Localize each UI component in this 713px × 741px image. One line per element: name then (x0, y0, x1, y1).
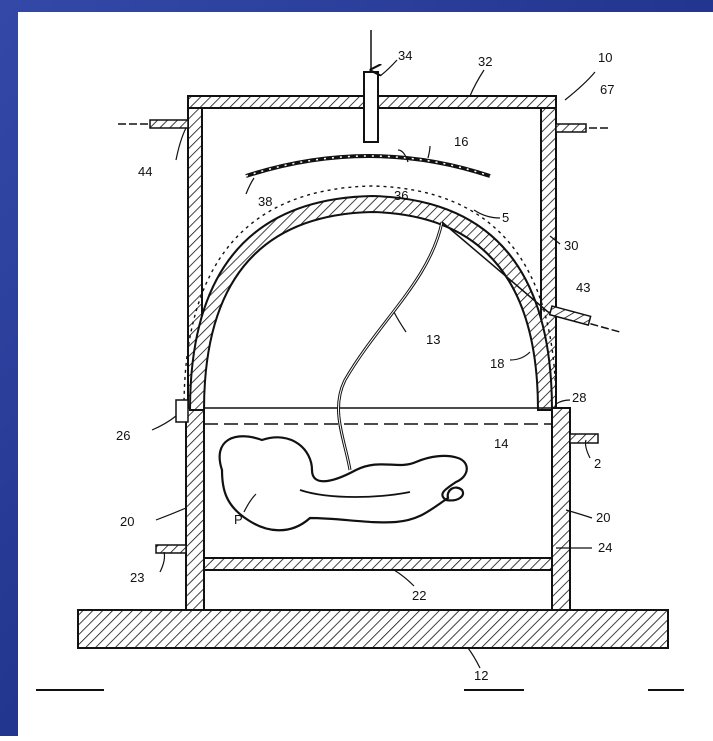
port-23 (155, 544, 187, 554)
label-16: 16 (454, 134, 468, 149)
label-34: 34 (398, 48, 412, 63)
label-2: 2 (594, 456, 601, 471)
leader-lines (151, 59, 596, 669)
dome-outer-outline (183, 185, 557, 409)
label-18: 18 (490, 356, 504, 371)
port-2 (569, 433, 599, 444)
label-14: 14 (494, 436, 508, 451)
label-12: 12 (474, 668, 488, 683)
port-67 (555, 123, 587, 133)
label-44: 44 (138, 164, 152, 179)
label-43: 43 (576, 280, 590, 295)
label-23: 23 (130, 570, 144, 585)
label-30: 30 (564, 238, 578, 253)
label-32: 32 (478, 54, 492, 69)
label-5: 5 (502, 210, 509, 225)
fetus-limb (299, 489, 411, 498)
label-24: 24 (598, 540, 612, 555)
label-20-right: 20 (596, 510, 610, 525)
label-36: 36 (394, 188, 408, 203)
housing-right-lower-wall (551, 407, 571, 611)
port-26 (175, 399, 189, 423)
fetus-outline (218, 435, 468, 532)
floor-plate (203, 557, 553, 571)
label-26: 26 (116, 428, 130, 443)
patent-figure-panel: 34 32 10 67 44 16 38 36 5 30 43 13 18 28… (18, 12, 713, 736)
port-44 (149, 119, 189, 129)
inlet-pipe (363, 71, 379, 143)
label-10: 10 (598, 50, 612, 65)
label-P: P (234, 512, 243, 527)
label-28: 28 (572, 390, 586, 405)
housing-left-lower-wall (185, 407, 205, 611)
label-13: 13 (426, 332, 440, 347)
patent-diagram: 34 32 10 67 44 16 38 36 5 30 43 13 18 28… (36, 30, 684, 691)
port-43 (548, 305, 592, 326)
label-38: 38 (258, 194, 272, 209)
tube-13-brace (441, 221, 549, 313)
spray-manifold (245, 154, 491, 178)
label-22: 22 (412, 588, 426, 603)
label-67: 67 (600, 82, 614, 97)
label-20-left: 20 (120, 514, 134, 529)
base-plate (77, 609, 669, 649)
dome-membrane (188, 194, 554, 411)
